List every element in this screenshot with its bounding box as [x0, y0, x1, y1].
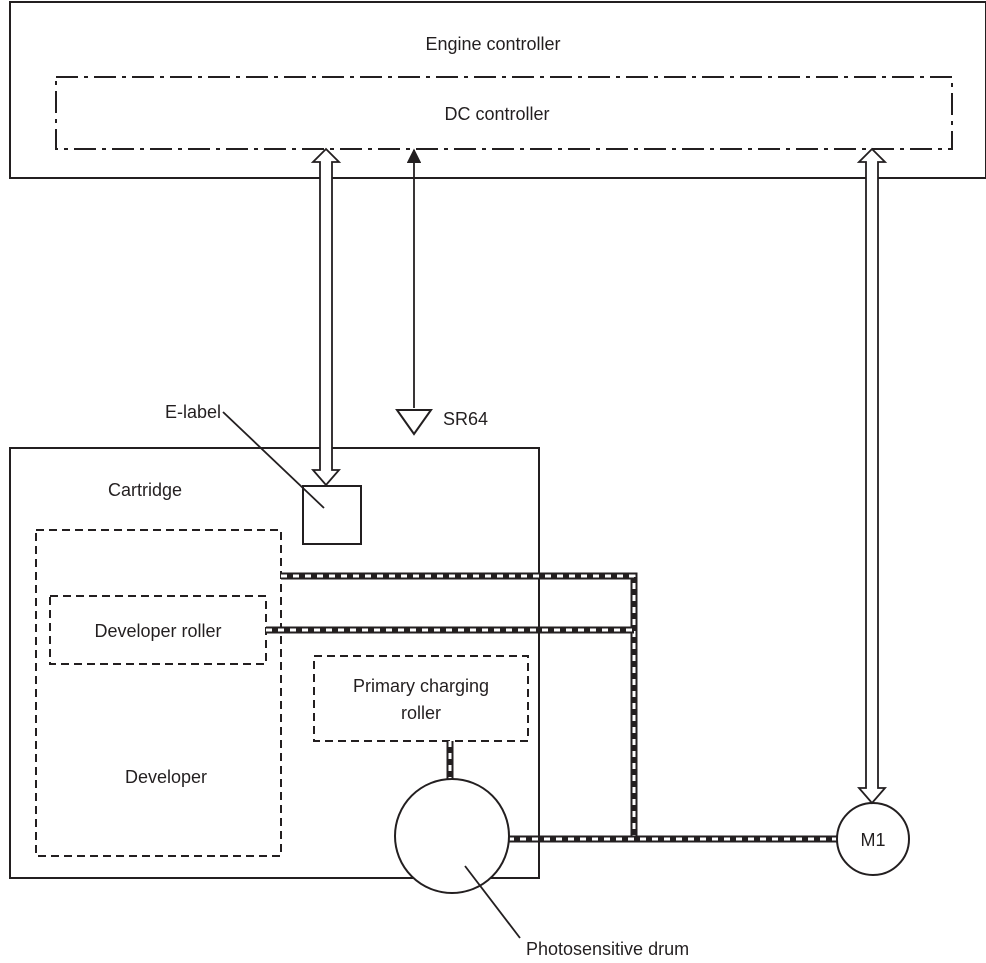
photosensitive-drum-block: Photosensitive drum — [394, 778, 689, 959]
dc-controller-frame — [55, 76, 953, 150]
sensor-triangle-icon — [395, 409, 433, 436]
engine-controller-label: Engine controller — [425, 34, 560, 54]
developer-block: Developer Developer roller — [35, 529, 282, 857]
drive-train — [266, 572, 838, 843]
photosensitive-drum-circle — [394, 778, 510, 894]
e-label-box — [302, 485, 362, 545]
engine-controller-frame — [9, 1, 986, 179]
sensor-label: SR64 — [443, 409, 488, 429]
developer-roller-label: Developer roller — [94, 621, 221, 641]
motor-signal-arrow — [856, 147, 888, 805]
engine-controller-block: Engine controller DC controller — [9, 1, 986, 179]
dc-controller-label: DC controller — [444, 104, 549, 124]
primary-charging-roller-block: Primary charging roller — [313, 655, 529, 742]
primary-charging-roller-label-line1: Primary charging — [353, 676, 489, 696]
motor-block: M1 — [836, 802, 910, 876]
developer-frame — [35, 529, 282, 857]
cartridge-label: Cartridge — [108, 480, 182, 500]
e-label-block: E-label — [165, 402, 362, 545]
e-label-label: E-label — [165, 402, 221, 422]
sensor-block: SR64 — [395, 148, 488, 436]
e-label-leader — [222, 411, 325, 509]
photosensitive-drum-label: Photosensitive drum — [526, 939, 689, 959]
primary-charging-roller-frame — [313, 655, 529, 742]
photosensitive-drum-leader — [464, 865, 521, 939]
developer-label: Developer — [125, 767, 207, 787]
primary-charging-roller-label-line2: roller — [401, 703, 441, 723]
e-label-signal-arrow — [310, 147, 342, 487]
motor-label: M1 — [860, 830, 885, 850]
developer-roller-frame — [49, 595, 267, 665]
